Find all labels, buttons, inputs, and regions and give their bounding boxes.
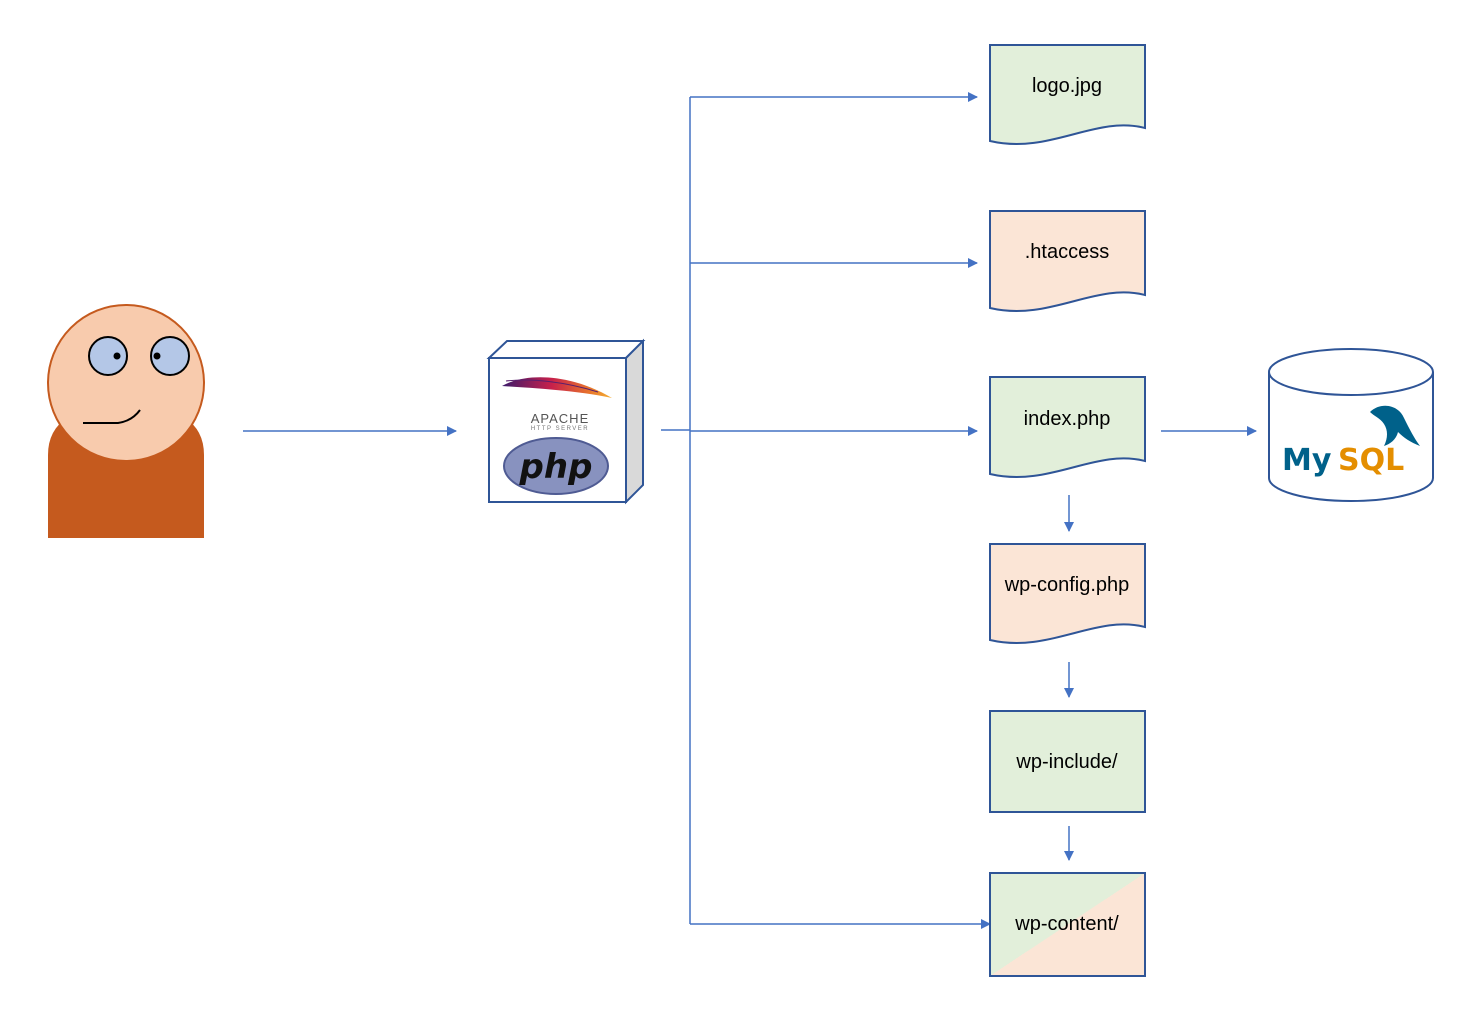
mysql-database: My SQL — [1268, 348, 1434, 502]
mysql-sql-text: SQL — [1338, 443, 1404, 478]
php-logo-icon — [503, 437, 609, 495]
user-right-pupil-shape — [153, 352, 161, 360]
node-wp-config: wp-config.php — [989, 543, 1146, 645]
node-wp-content: wp-content/ — [989, 872, 1146, 977]
index-document-shape — [989, 376, 1146, 479]
node-htaccess: .htaccess — [989, 210, 1146, 313]
htaccess-document-shape — [989, 210, 1146, 313]
server-top-face-shape — [486, 340, 646, 359]
database-cylinder-rim — [1268, 371, 1434, 396]
wp-content-label: wp-content/ — [1014, 913, 1119, 935]
logo-label: logo.jpg — [1032, 75, 1102, 97]
wp-config-document-shape — [989, 543, 1146, 645]
wp-config-label: wp-config.php — [1004, 574, 1130, 596]
wp-content-folder-shape — [989, 872, 1146, 977]
user-figure — [47, 304, 205, 538]
user-left-eye-shape — [88, 336, 128, 376]
database-cylinder-shape — [1268, 348, 1434, 502]
web-server-box: APACHE HTTP SERVER php — [486, 338, 646, 505]
user-right-eye-shape — [150, 336, 190, 376]
mysql-dolphin-icon — [1370, 405, 1420, 446]
user-mouth-shape — [83, 409, 141, 424]
apache-feather-icon — [502, 377, 612, 398]
node-wp-include: wp-include/ — [989, 710, 1146, 813]
wp-include-label: wp-include/ — [1015, 751, 1118, 773]
wp-include-folder-shape — [989, 710, 1146, 813]
mysql-my-text: My — [1282, 443, 1332, 478]
user-left-pupil-shape — [113, 352, 121, 360]
server-side-face-shape — [625, 338, 644, 505]
index-label: index.php — [1024, 408, 1111, 430]
apache-logo-title: APACHE — [531, 411, 590, 426]
node-index: index.php — [989, 376, 1146, 479]
logo-document-shape — [989, 44, 1146, 146]
node-logo: logo.jpg — [989, 44, 1146, 146]
htaccess-label: .htaccess — [1025, 241, 1109, 263]
php-logo-text: php — [519, 447, 593, 487]
apache-logo-subtitle: HTTP SERVER — [531, 426, 589, 432]
routing-connectors — [661, 92, 991, 929]
user-head-shape — [47, 304, 205, 462]
